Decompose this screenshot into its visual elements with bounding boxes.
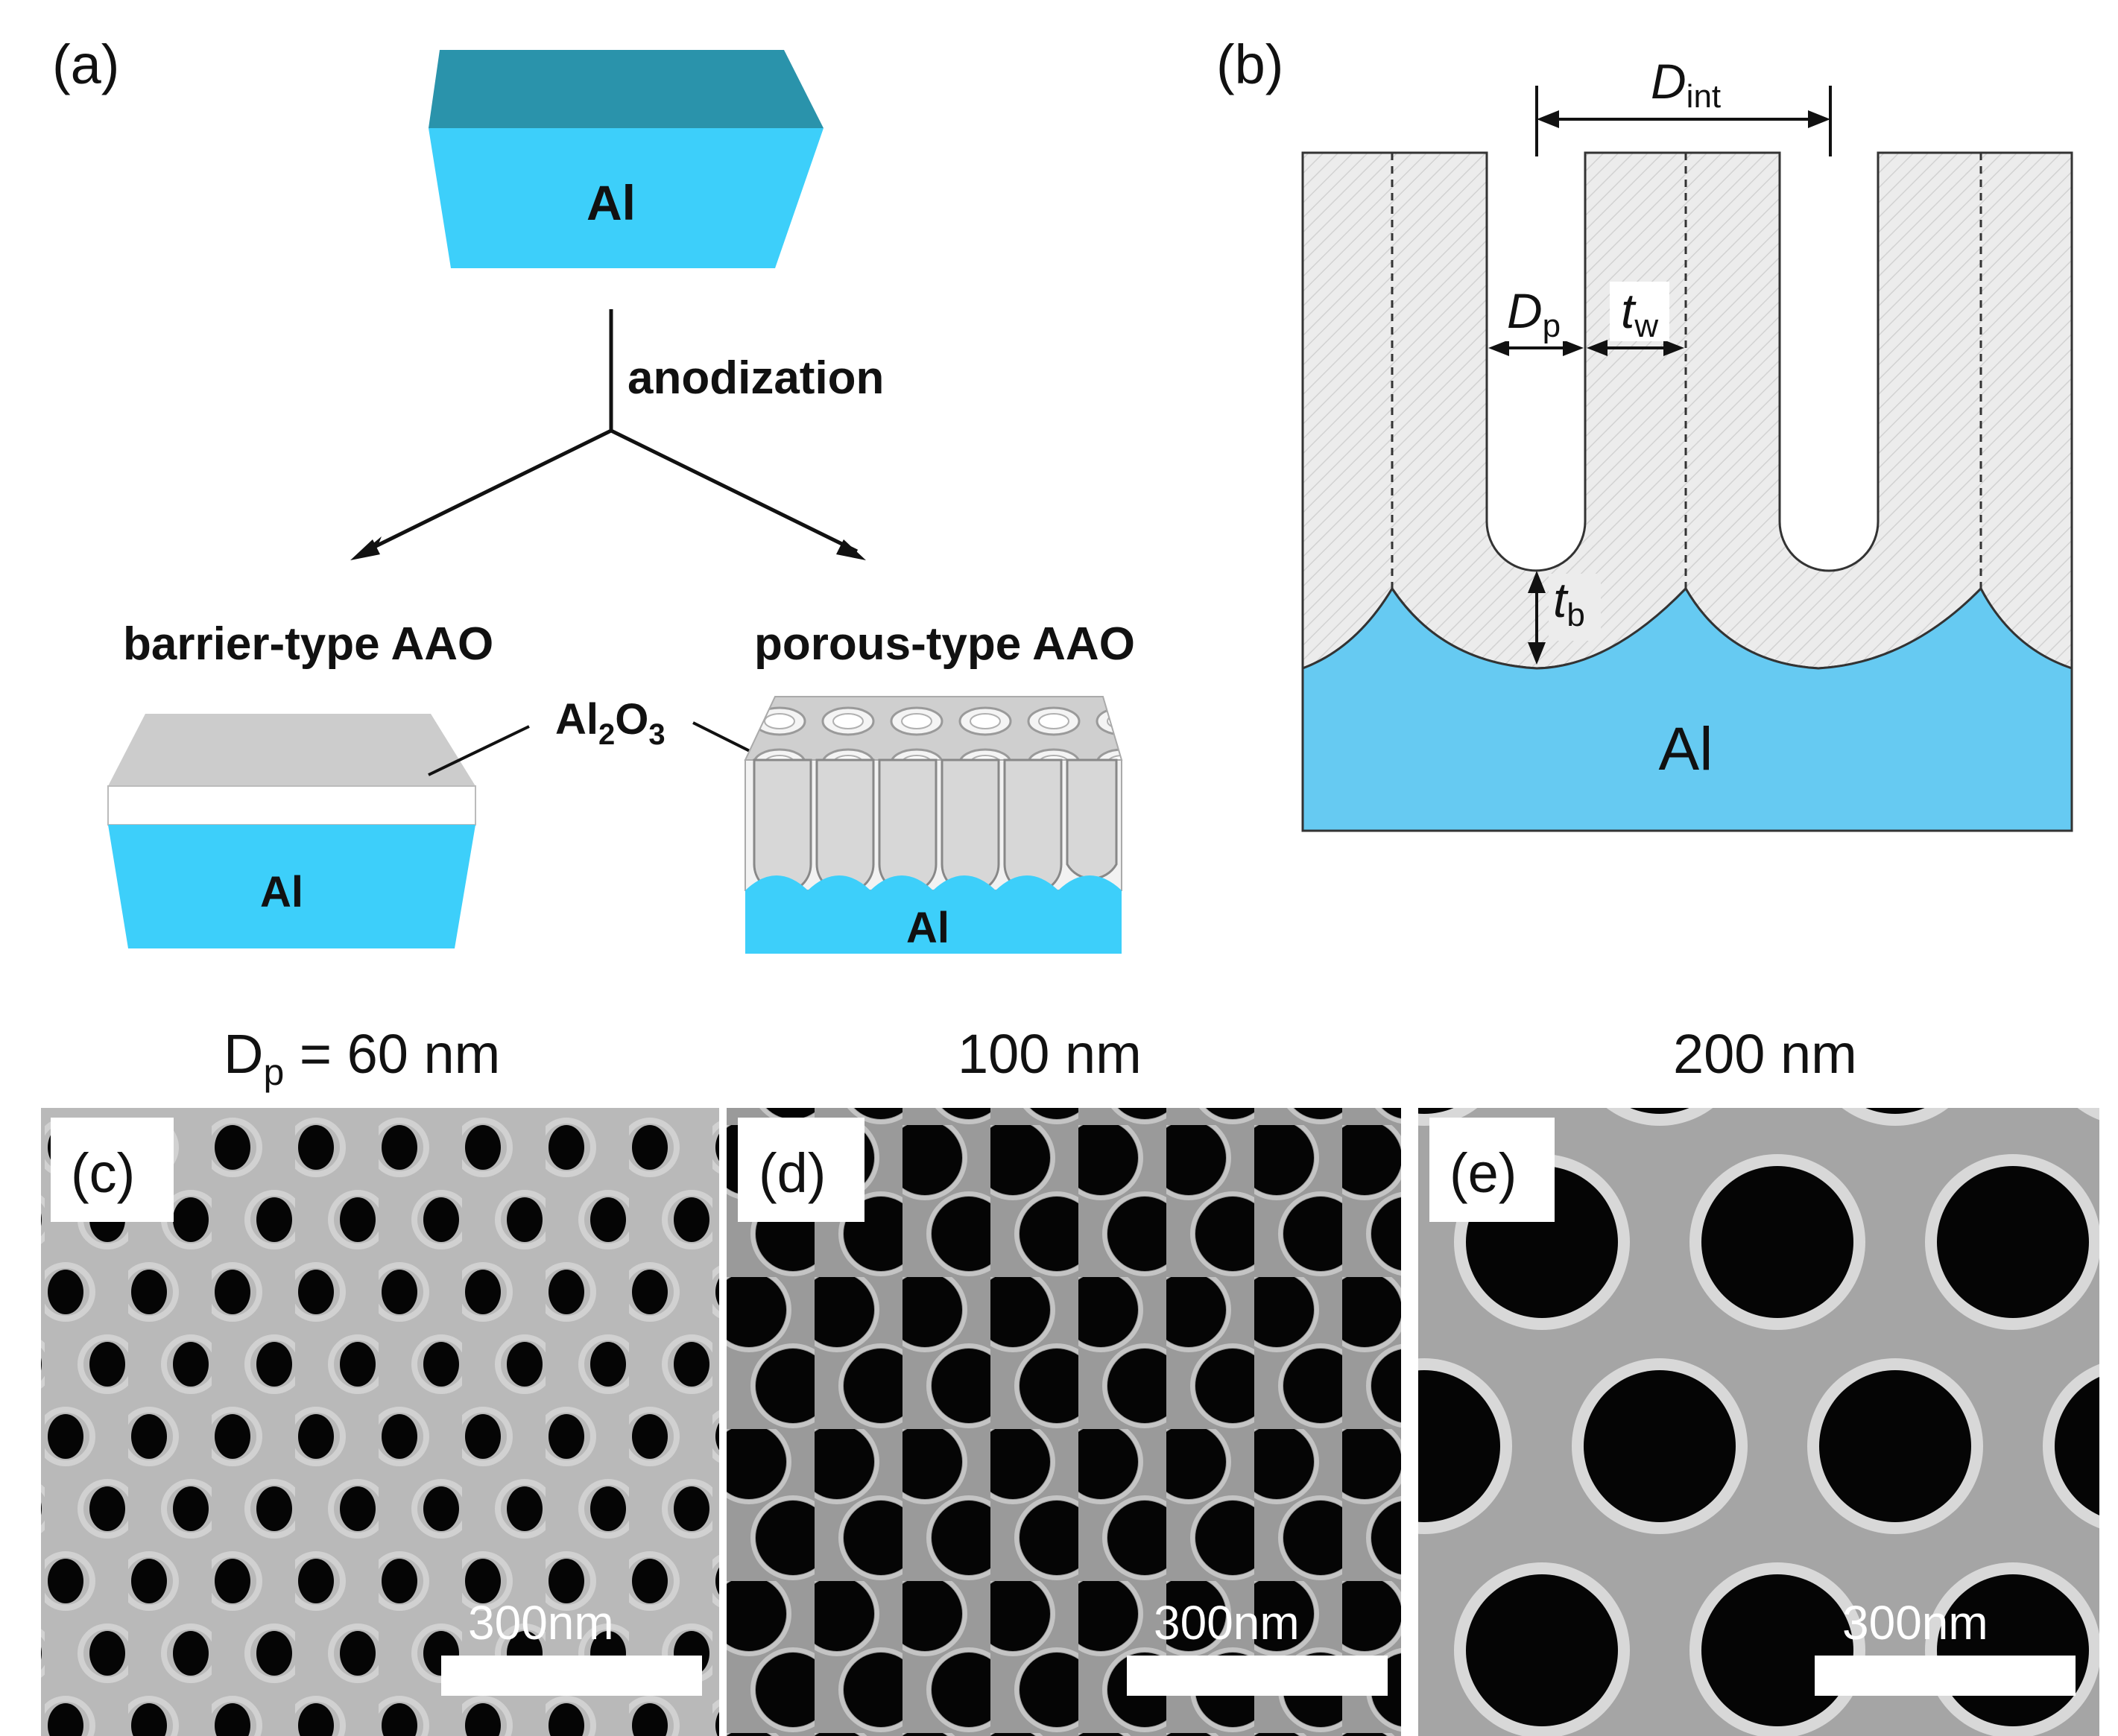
barrier-block: Al (107, 714, 476, 948)
sem-title-200nm: 200 nm (1673, 1023, 1857, 1085)
dint-arrow-right (1808, 110, 1830, 128)
tb-arrow-top (1528, 571, 1546, 593)
scale-bar-d (1127, 1656, 1388, 1696)
dp-arrow-right (1563, 340, 1584, 356)
sem-label-bg-d (738, 1118, 864, 1222)
al-top-label: Al (587, 175, 636, 230)
sem-panel-e: (e) 300nm (1418, 1108, 2099, 1736)
dint-dimension (1535, 86, 1832, 156)
panel-a-label: (a) (52, 34, 119, 95)
scale-text-d: 300nm (1154, 1596, 1300, 1650)
anodization-label: anodization (628, 352, 884, 404)
al-top-block: Al (429, 50, 824, 268)
al-top-block-face (429, 50, 824, 128)
tb-label: tb (1553, 572, 1585, 633)
porous-type-title: porous-type AAO (754, 618, 1135, 670)
porous-al-front (745, 875, 1122, 954)
sem-label-c: (c) (71, 1142, 135, 1204)
dp-arrow-left (1488, 340, 1509, 356)
porous-top-hexagons (744, 696, 1123, 761)
anodization-arrows (364, 309, 859, 554)
tw-label: tw (1621, 283, 1658, 344)
dint-arrow-left (1537, 110, 1559, 128)
scale-text-c: 300nm (468, 1596, 614, 1650)
sem-title-100nm: 100 nm (958, 1023, 1142, 1085)
arrow-left-tip (350, 539, 380, 560)
scale-bar-e (1815, 1656, 2076, 1696)
al-top-block-front (429, 128, 824, 268)
tw-arrow-left (1587, 340, 1608, 356)
sem-panel-c: (c) 300nm (41, 1108, 719, 1736)
panel-b-label: (b) (1216, 34, 1283, 95)
dp-label: Dp (1507, 283, 1561, 344)
panel-b: (b) Al Dint Dp (1216, 34, 2073, 832)
tb-arrow-bottom (1528, 642, 1546, 665)
scale-text-e: 300nm (1842, 1596, 1988, 1650)
cell-boundaries (1391, 153, 1982, 589)
dp-label-bg (1504, 282, 1572, 341)
al-b-label: Al (1659, 715, 1713, 783)
barrier-type-title: barrier-type AAO (123, 618, 493, 670)
sem-label-d: (d) (759, 1142, 826, 1204)
sem-label-bg-c (51, 1118, 174, 1222)
panel-a: (a) Al anodization barrier-type AAO poro… (52, 34, 1135, 954)
porous-block: Al (744, 696, 1123, 954)
sem-label-bg-e (1429, 1118, 1555, 1222)
barrier-oxide-front (107, 785, 476, 826)
al2o3-pointer-left (428, 725, 530, 776)
arrow-right-tip (836, 539, 866, 560)
porous-al-label: Al (906, 904, 949, 952)
barrier-al-front (108, 825, 475, 948)
tw-label-bg (1610, 282, 1669, 341)
dint-label: Dint (1651, 54, 1721, 115)
sem-title-60nm: Dp = 60 nm (224, 1023, 500, 1093)
al-substrate-b (1301, 586, 2073, 832)
tb-label-bg (1549, 574, 1601, 641)
sem-label-e: (e) (1450, 1142, 1517, 1204)
tw-arrow-right (1663, 340, 1684, 356)
sem-panel-d: (d) 300nm (727, 1108, 1401, 1736)
barrier-al-label: Al (260, 868, 303, 916)
scale-bar-c (441, 1656, 702, 1696)
al2o3-label: Al2O3 (555, 695, 666, 751)
barrier-oxide-top (108, 714, 475, 786)
